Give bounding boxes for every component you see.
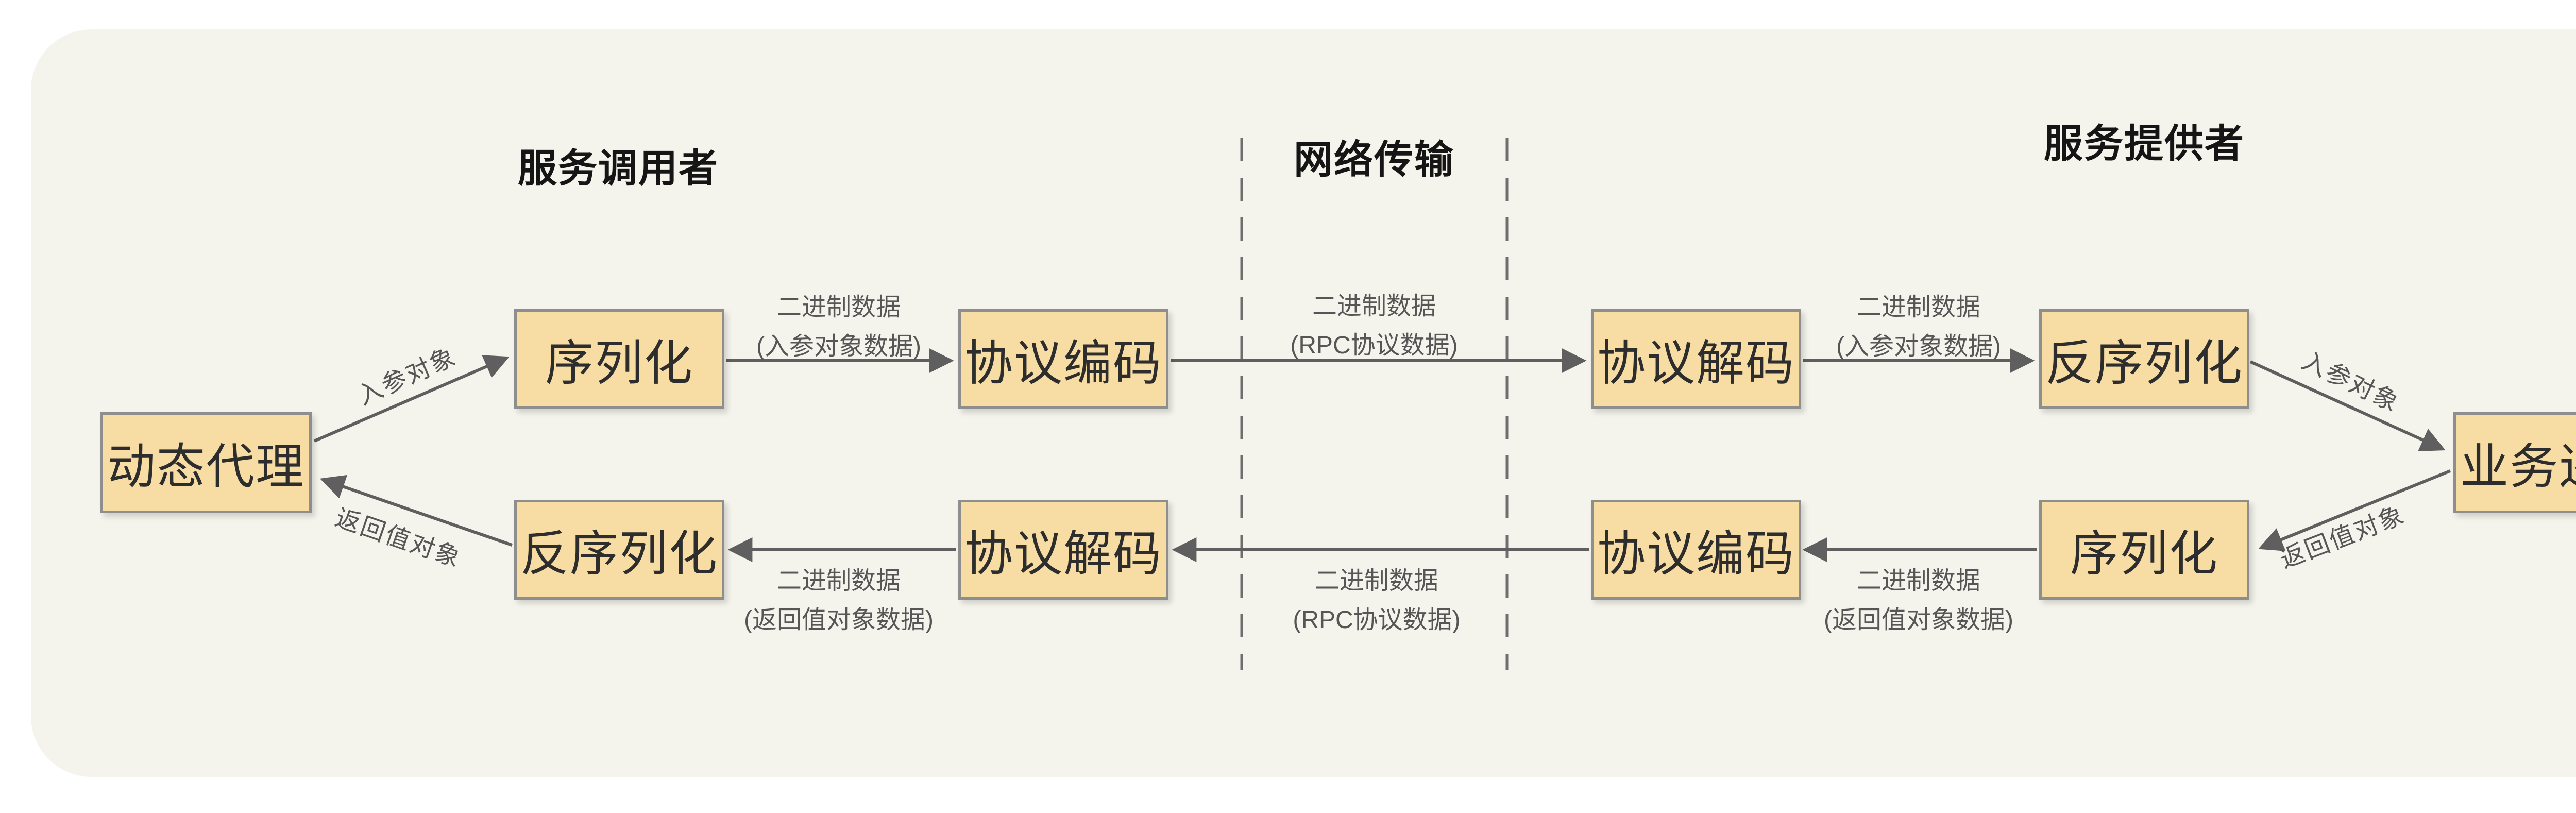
node-provider-serialize-label: 序列化 (2070, 527, 2218, 581)
node-business-logic: 业务逻辑 (2453, 412, 2576, 513)
arrow-proxy-to-serialize (313, 355, 510, 443)
edge-label-binary-rpc-request: 二进制数据 (RPC协议数据) (1290, 287, 1458, 365)
node-provider-protocol-decode-label: 协议解码 (1597, 336, 1795, 390)
edge-label-binary-rpc-return: 二进制数据 (RPC协议数据) (1293, 562, 1460, 640)
edge-label-line: (RPC协议数据) (1293, 606, 1461, 634)
edge-label-binary-return-provider: 二进制数据 (返回值对象数据) (1824, 562, 2013, 640)
section-title-provider: 服务提供者 (2044, 122, 2245, 166)
node-caller-protocol-decode: 协议解码 (958, 500, 1168, 600)
node-dynamic-proxy: 动态代理 (100, 412, 312, 513)
node-caller-deserialize-label: 反序列化 (520, 527, 718, 581)
node-caller-protocol-encode-label: 协议编码 (964, 336, 1162, 390)
node-provider-protocol-encode-label: 协议编码 (1597, 527, 1795, 581)
edge-label-binary-request-caller: 二进制数据 (入参对象数据) (756, 288, 921, 366)
section-title-caller: 服务调用者 (518, 147, 719, 191)
arrow-business-to-serialize (2258, 469, 2451, 551)
node-business-logic-label: 业务逻辑 (2460, 439, 2576, 494)
edge-label-binary-request-provider: 二进制数据 (入参对象数据) (1836, 288, 2001, 366)
node-provider-protocol-decode: 协议解码 (1591, 309, 1801, 409)
arrow-deserialize-to-business (2249, 360, 2446, 451)
edge-label-binary-return-caller: 二进制数据 (返回值对象数据) (744, 562, 934, 640)
edge-label-line: 二进制数据 (1312, 293, 1436, 320)
node-caller-deserialize: 反序列化 (514, 500, 724, 600)
edge-label-line: 二进制数据 (776, 294, 901, 321)
edge-label-line: (返回值对象数据) (1824, 606, 2013, 634)
section-title-network: 网络传输 (1294, 138, 1454, 182)
node-provider-protocol-encode: 协议编码 (1591, 500, 1801, 600)
edge-label-line: (入参对象数据) (1836, 333, 2001, 360)
node-provider-serialize: 序列化 (2039, 500, 2249, 600)
edge-label-line: (RPC协议数据) (1290, 332, 1458, 359)
node-dynamic-proxy-label: 动态代理 (107, 439, 305, 494)
edge-label-line: (返回值对象数据) (744, 606, 934, 634)
node-provider-deserialize-label: 反序列化 (2045, 336, 2243, 390)
node-caller-serialize: 序列化 (514, 309, 724, 409)
edge-label-line: 二进制数据 (776, 567, 901, 595)
edge-label-line: 二进制数据 (1314, 567, 1439, 595)
node-provider-deserialize: 反序列化 (2039, 309, 2249, 409)
node-caller-protocol-decode-label: 协议解码 (964, 527, 1162, 581)
node-caller-protocol-encode: 协议编码 (958, 309, 1168, 409)
edge-label-line: 二进制数据 (1856, 567, 1981, 595)
arrow-deserialize-to-proxy (319, 475, 513, 547)
edge-label-line: 二进制数据 (1856, 294, 1981, 321)
node-caller-serialize-label: 序列化 (545, 336, 693, 390)
edge-label-line: (入参对象数据) (756, 333, 921, 360)
